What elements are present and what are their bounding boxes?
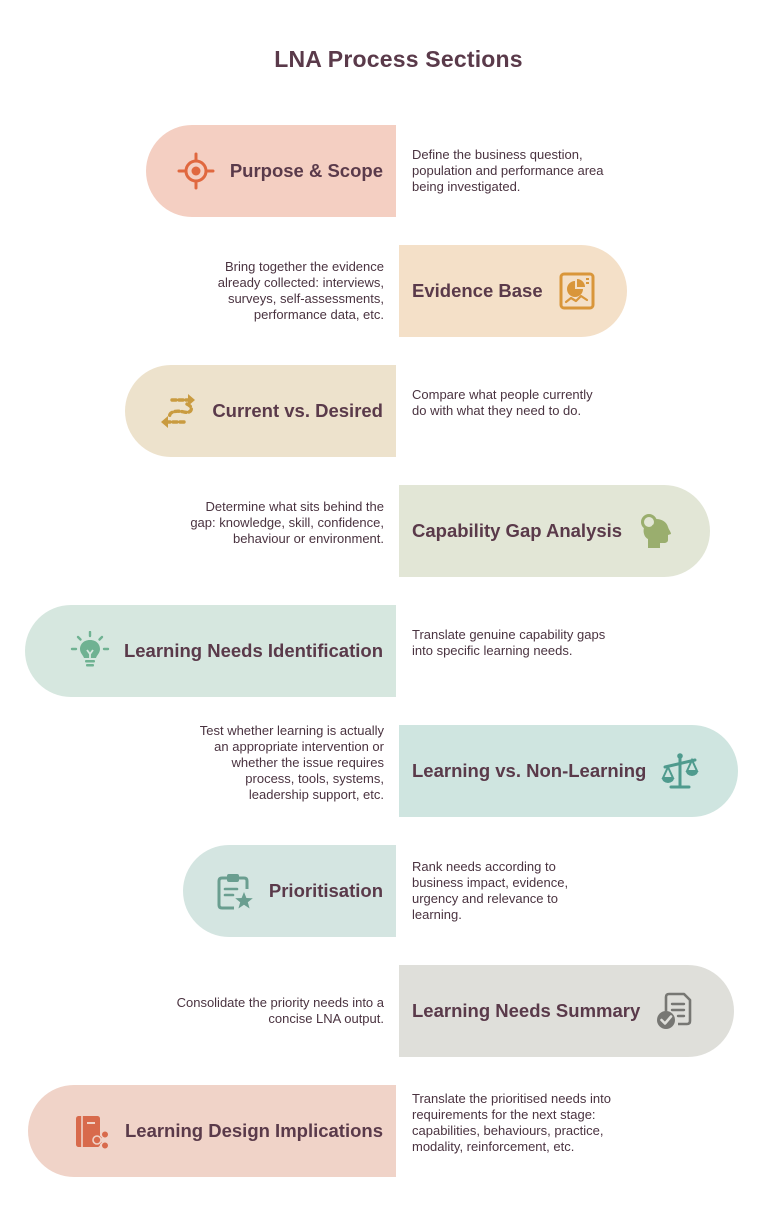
section-label: Learning vs. Non-Learning bbox=[412, 760, 647, 781]
clipboard-star-icon bbox=[215, 871, 255, 911]
book-share-icon bbox=[71, 1111, 111, 1151]
dashed-arrows-icon bbox=[158, 391, 198, 431]
section-description: Determine what sits behind the gap: know… bbox=[190, 499, 384, 546]
section-evidence-base: Evidence Base bbox=[399, 245, 627, 337]
lightbulb-icon bbox=[70, 631, 110, 671]
section-label: Prioritisation bbox=[268, 880, 383, 901]
section-prioritisation: Prioritisation bbox=[183, 845, 396, 937]
page-title: LNA Process Sections bbox=[274, 46, 523, 72]
head-search-icon bbox=[636, 511, 676, 551]
section-label: Learning Design Implications bbox=[124, 1120, 383, 1141]
section-label: Evidence Base bbox=[412, 280, 543, 301]
section-description: Translate the prioritised needs into req… bbox=[412, 1091, 611, 1154]
report-chart-icon bbox=[557, 271, 597, 311]
section-label: Current vs. Desired bbox=[212, 400, 383, 421]
section-label: Purpose & Scope bbox=[229, 160, 383, 181]
section-description: Bring together the evidence already coll… bbox=[217, 259, 384, 322]
section-purpose-scope: Purpose & Scope bbox=[146, 125, 396, 217]
target-icon bbox=[176, 151, 216, 191]
section-learning-needs-identification: Learning Needs Identification bbox=[25, 605, 396, 697]
section-label: Capability Gap Analysis bbox=[412, 520, 623, 541]
section-label: Learning Needs Identification bbox=[123, 640, 383, 661]
section-learning-vs-non-learning: Learning vs. Non-Learning bbox=[399, 725, 738, 817]
balance-scale-icon bbox=[660, 751, 700, 791]
section-learning-design-implications: Learning Design Implications bbox=[28, 1085, 396, 1177]
section-capability-gap-analysis: Capability Gap Analysis bbox=[399, 485, 710, 577]
document-check-icon bbox=[654, 991, 694, 1031]
section-description: Test whether learning is actually an app… bbox=[199, 723, 384, 802]
section-label: Learning Needs Summary bbox=[412, 1000, 641, 1021]
section-learning-needs-summary: Learning Needs Summary bbox=[399, 965, 734, 1057]
section-description: Define the business question, population… bbox=[412, 147, 604, 194]
section-current-vs-desired: Current vs. Desired bbox=[125, 365, 396, 457]
section-description: Rank needs according to business impact,… bbox=[412, 859, 569, 922]
section-description: Consolidate the priority needs into a co… bbox=[176, 995, 384, 1026]
section-description: Compare what people currently do with wh… bbox=[412, 387, 593, 418]
section-description: Translate genuine capability gaps into s… bbox=[412, 627, 606, 658]
